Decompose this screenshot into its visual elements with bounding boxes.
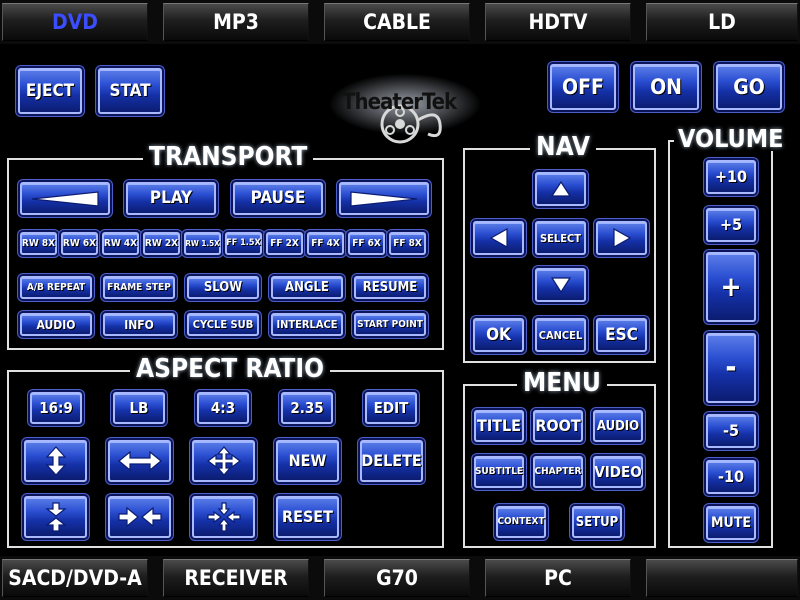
audio-button[interactable]: AUDIO bbox=[20, 313, 92, 336]
arrow-right-icon bbox=[612, 228, 631, 248]
volume-down-10-button[interactable]: -10 bbox=[706, 460, 756, 494]
aspect-lb-button[interactable]: LB bbox=[113, 392, 165, 424]
volume-minus-button[interactable]: - bbox=[706, 333, 756, 403]
rw-2x-button[interactable]: RW 2X bbox=[143, 232, 180, 255]
menu-audio-button[interactable]: AUDIO bbox=[593, 410, 643, 442]
nav-up-button[interactable] bbox=[535, 172, 586, 206]
tab-ld[interactable]: LD bbox=[646, 3, 798, 41]
ab-repeat-button[interactable]: A/B REPEAT bbox=[20, 276, 92, 299]
tab-dvd[interactable]: DVD bbox=[2, 3, 148, 41]
volume-down-5-button[interactable]: -5 bbox=[706, 414, 756, 448]
aspect-4-3-button[interactable]: 4:3 bbox=[197, 392, 249, 424]
top-tab-bar: DVD MP3 CABLE HDTV LD bbox=[0, 0, 800, 44]
volume-up-5-button[interactable]: +5 bbox=[706, 208, 756, 242]
slow-button[interactable]: SLOW bbox=[187, 276, 259, 299]
go-button[interactable]: GO bbox=[716, 64, 782, 110]
play-button[interactable]: PLAY bbox=[126, 182, 216, 215]
rw-1-5x-button[interactable]: RW 1.5X bbox=[184, 232, 221, 255]
expand-all-button[interactable] bbox=[192, 440, 255, 482]
nav-select-button[interactable]: SELECT bbox=[535, 221, 586, 255]
pause-button[interactable]: PAUSE bbox=[233, 182, 323, 215]
ff-6x-button[interactable]: FF 6X bbox=[348, 232, 385, 255]
tab-pc[interactable]: PC bbox=[485, 559, 631, 597]
new-button[interactable]: NEW bbox=[276, 440, 339, 482]
menu-root-button[interactable]: ROOT bbox=[533, 410, 583, 442]
ff-1-5x-button[interactable]: FF 1.5X bbox=[225, 232, 262, 255]
expand-all-icon bbox=[206, 446, 241, 476]
stretch-vertical-icon bbox=[45, 446, 66, 476]
tab-cable[interactable]: CABLE bbox=[324, 3, 470, 41]
nav-left-button[interactable] bbox=[473, 221, 524, 255]
menu-title-button[interactable]: TITLE bbox=[474, 410, 524, 442]
volume-up-10-button[interactable]: +10 bbox=[706, 160, 756, 194]
tab-receiver[interactable]: RECEIVER bbox=[163, 559, 309, 597]
menu-video-button[interactable]: VIDEO bbox=[593, 456, 643, 488]
transport-title: TRANSPORT bbox=[143, 144, 314, 170]
angle-button[interactable]: ANGLE bbox=[271, 276, 343, 299]
tab-mp3[interactable]: MP3 bbox=[163, 3, 309, 41]
nav-esc-button[interactable]: ESC bbox=[596, 318, 647, 352]
arrow-left-icon bbox=[489, 228, 508, 248]
shrink-vertical-button[interactable] bbox=[24, 496, 87, 538]
arrow-up-icon bbox=[550, 181, 571, 197]
frame-step-button[interactable]: FRAME STEP bbox=[103, 276, 175, 299]
start-point-button[interactable]: START POINT bbox=[354, 313, 426, 336]
delete-button[interactable]: DELETE bbox=[360, 440, 423, 482]
stretch-horizontal-button[interactable] bbox=[108, 440, 171, 482]
stretch-horizontal-icon bbox=[117, 450, 162, 472]
aspect-edit-button[interactable]: EDIT bbox=[365, 392, 417, 424]
info-button[interactable]: INFO bbox=[103, 313, 175, 336]
ff-4x-button[interactable]: FF 4X bbox=[307, 232, 344, 255]
tab-sacd-dvd-a[interactable]: SACD/DVD-A bbox=[2, 559, 148, 597]
off-button[interactable]: OFF bbox=[550, 64, 616, 110]
rw-8x-button[interactable]: RW 8X bbox=[20, 232, 57, 255]
shrink-all-button[interactable] bbox=[192, 496, 255, 538]
menu-setup-button[interactable]: SETUP bbox=[572, 506, 622, 538]
rw-6x-button[interactable]: RW 6X bbox=[61, 232, 98, 255]
eject-button[interactable]: EJECT bbox=[18, 68, 82, 114]
aspect-16-9-button[interactable]: 16:9 bbox=[30, 392, 82, 424]
shrink-horizontal-button[interactable] bbox=[108, 496, 171, 538]
bottom-tab-bar: SACD/DVD-A RECEIVER G70 PC bbox=[0, 556, 800, 600]
nav-cancel-button[interactable]: CANCEL bbox=[535, 318, 586, 352]
shrink-all-icon bbox=[206, 502, 241, 532]
nav-right-button[interactable] bbox=[596, 221, 647, 255]
on-button[interactable]: ON bbox=[633, 64, 699, 110]
ff-8x-button[interactable]: FF 8X bbox=[389, 232, 426, 255]
film-reel-icon bbox=[380, 104, 442, 144]
menu-title: MENU bbox=[517, 370, 607, 396]
arrow-down-icon bbox=[550, 277, 571, 293]
stretch-vertical-button[interactable] bbox=[24, 440, 87, 482]
reset-button[interactable]: RESET bbox=[276, 496, 339, 538]
ff-2x-button[interactable]: FF 2X bbox=[266, 232, 303, 255]
volume-plus-button[interactable]: + bbox=[706, 252, 756, 322]
aspect-2-35-button[interactable]: 2.35 bbox=[281, 392, 333, 424]
menu-subtitle-button[interactable]: SUBTITLE bbox=[474, 456, 524, 488]
next-button[interactable] bbox=[339, 182, 429, 215]
menu-context-button[interactable]: CONTEXT bbox=[496, 506, 546, 538]
nav-title: NAV bbox=[530, 134, 597, 160]
aspect-ratio-title: ASPECT RATIO bbox=[130, 356, 330, 382]
tab-empty[interactable] bbox=[646, 559, 798, 597]
shrink-horizontal-icon bbox=[117, 506, 162, 528]
logo-text: TheaterTek bbox=[342, 90, 457, 115]
interlace-button[interactable]: INTERLACE bbox=[271, 313, 343, 336]
resume-button[interactable]: RESUME bbox=[354, 276, 426, 299]
stat-button[interactable]: STAT bbox=[98, 68, 162, 114]
previous-button[interactable] bbox=[20, 182, 110, 215]
volume-title: VOLUME bbox=[674, 126, 788, 151]
arrow-left-icon bbox=[31, 190, 99, 207]
rw-4x-button[interactable]: RW 4X bbox=[102, 232, 139, 255]
tab-g70[interactable]: G70 bbox=[324, 559, 470, 597]
theatertek-logo: TheaterTek bbox=[330, 70, 480, 150]
tab-hdtv[interactable]: HDTV bbox=[485, 3, 631, 41]
mute-button[interactable]: MUTE bbox=[706, 506, 756, 540]
nav-ok-button[interactable]: OK bbox=[473, 318, 524, 352]
arrow-right-icon bbox=[350, 190, 418, 207]
nav-down-button[interactable] bbox=[535, 268, 586, 302]
cycle-sub-button[interactable]: CYCLE SUB bbox=[187, 313, 259, 336]
shrink-vertical-icon bbox=[44, 502, 67, 532]
menu-chapter-button[interactable]: CHAPTER bbox=[533, 456, 583, 488]
